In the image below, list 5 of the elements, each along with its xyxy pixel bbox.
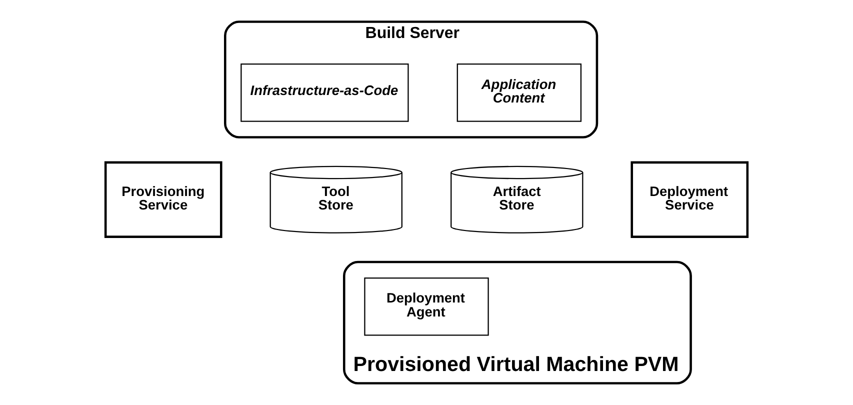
node-box: Deployment Agent — [364, 277, 489, 336]
node-box: Application Content — [456, 63, 582, 122]
node-box: Infrastructure-as-Code — [240, 63, 409, 122]
node-box: Deployment Service — [630, 161, 749, 238]
node-box: Provisioning Service — [104, 161, 222, 238]
